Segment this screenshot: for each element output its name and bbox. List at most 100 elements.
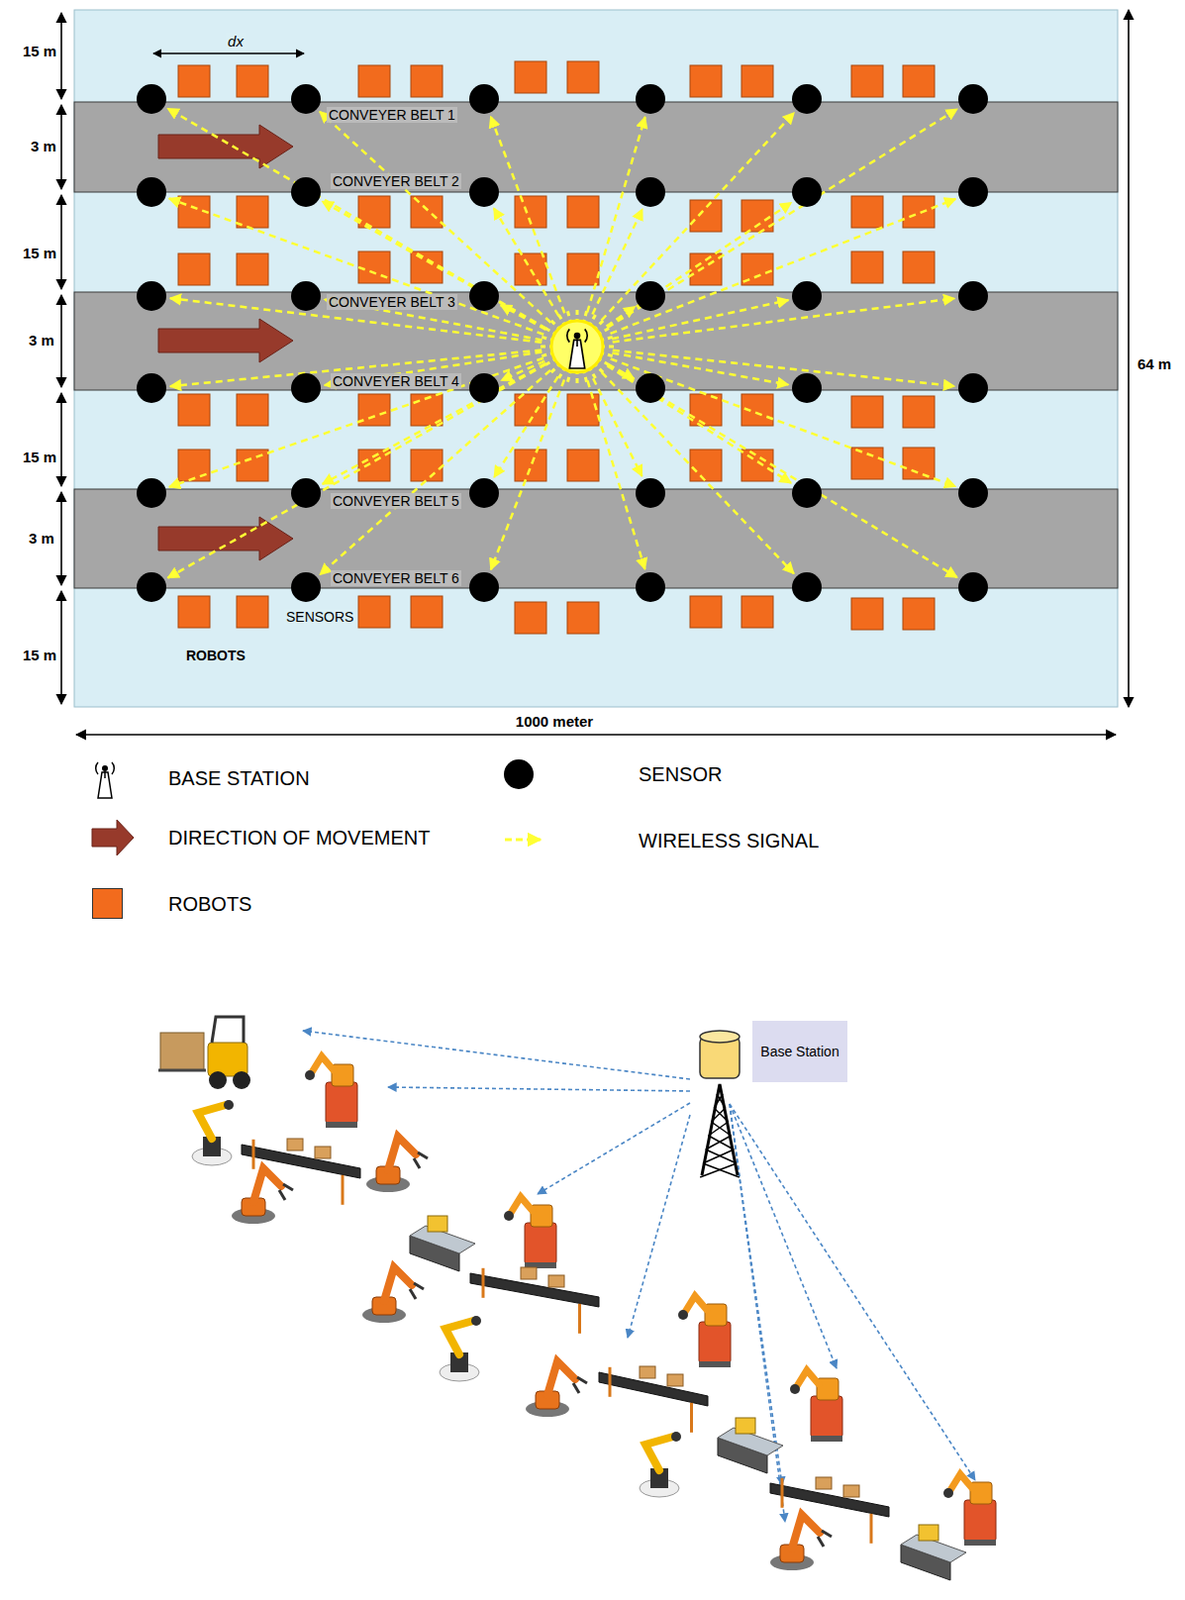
conveyor: [470, 1267, 599, 1334]
sensor: [291, 572, 321, 602]
wireless-signal: [500, 304, 547, 330]
dimension-arrow: [76, 733, 1116, 736]
robot-gripper: [304, 1070, 315, 1081]
mobile-robot: [943, 1474, 996, 1546]
wireless-signal: [491, 380, 565, 571]
sensor: [791, 84, 822, 114]
mobile-robot: [304, 1056, 358, 1128]
belt-label: CONVEYER BELT 3: [326, 294, 458, 310]
robot-arm: [685, 1295, 707, 1312]
sensor: [791, 373, 822, 403]
robot: [514, 449, 547, 482]
robot-body: [524, 1222, 557, 1265]
node-text: Base Station: [760, 1043, 839, 1060]
robot: [741, 65, 774, 98]
label-box: Base Station: [752, 1020, 848, 1083]
sensor: [136, 281, 167, 311]
dimension-label: 1000 meter: [513, 712, 595, 730]
robot: [567, 449, 599, 482]
arm-tool: [223, 1099, 234, 1110]
robot-wheels: [698, 1361, 731, 1368]
legend-swatch: [92, 888, 123, 919]
wireless-link: [729, 1103, 783, 1485]
dimension-label: 64 m: [1135, 355, 1174, 373]
robot: [410, 65, 443, 98]
sensor: [958, 281, 988, 311]
dimension-label: 3 m: [28, 331, 55, 349]
tower-brace: [713, 1093, 723, 1108]
sensor: [469, 281, 499, 311]
wireless-signal: [606, 365, 791, 483]
conveyor: [241, 1138, 361, 1205]
antenna-tip: [574, 332, 582, 340]
belt-leg: [870, 1513, 874, 1544]
belt-leg: [781, 1478, 785, 1508]
direction-arrow: [158, 124, 294, 169]
wireless-signal: [592, 208, 642, 314]
antenna-mast: [576, 338, 579, 347]
robot: [514, 601, 547, 634]
sensor: [958, 177, 988, 207]
industrial-arm: [231, 1168, 294, 1224]
floor-area: [74, 9, 1118, 707]
belt-leg: [341, 1175, 345, 1205]
robot: [236, 253, 269, 286]
sensor: [635, 281, 666, 311]
conveyor: [598, 1366, 708, 1433]
robot: [567, 394, 599, 426]
wireless-link: [627, 1114, 691, 1338]
assembly-arm: [192, 1099, 234, 1166]
machine: [717, 1417, 784, 1474]
dimension-arrow: [60, 295, 63, 388]
dimension-arrow: [60, 12, 63, 99]
dimension-arrow: [60, 492, 63, 586]
sensor: [958, 84, 988, 114]
arm-link: [388, 1136, 416, 1171]
robot: [178, 595, 210, 628]
arm-link: [253, 1168, 282, 1202]
robot: [236, 449, 269, 482]
dimension-arrow: [60, 591, 63, 704]
sensor: [469, 177, 499, 207]
parcel: [639, 1366, 656, 1379]
robot: [514, 253, 547, 286]
assembly-arm: [639, 1431, 682, 1497]
dimension-label: 15 m: [22, 646, 57, 664]
tower-antenna-top: [699, 1030, 740, 1043]
belt-leg: [578, 1303, 582, 1334]
arm-claw: [573, 1377, 588, 1393]
belt-label: CONVEYER BELT 2: [330, 173, 462, 190]
base-station-icon: [567, 328, 588, 369]
sensor: [291, 177, 321, 207]
legend-text: SENSOR: [638, 763, 722, 787]
legend-text: WIRELESS SIGNAL: [638, 829, 819, 853]
tower-brace: [710, 1121, 731, 1136]
tower-brace: [708, 1121, 729, 1136]
conveyor: [770, 1477, 889, 1544]
robot: [741, 199, 774, 232]
sensor: [635, 373, 666, 403]
sensor: [136, 84, 167, 114]
wireless-link: [302, 1030, 691, 1080]
wireless-signal: [601, 372, 794, 574]
robot-gripper: [790, 1383, 800, 1394]
belt-leg: [608, 1367, 612, 1397]
sensor: [791, 572, 822, 602]
robot: [741, 449, 774, 482]
robot: [851, 597, 884, 630]
sensor: [635, 177, 666, 207]
robot: [236, 595, 269, 628]
legend-text: DIRECTION OF MOVEMENT: [168, 826, 430, 850]
robot: [902, 251, 935, 284]
robot-arm: [950, 1474, 973, 1490]
tower-brace: [699, 1163, 737, 1178]
forklift-body: [207, 1042, 248, 1077]
pallet-load: [160, 1032, 204, 1071]
mobile-robot: [503, 1196, 557, 1269]
wireless-signal: [319, 111, 551, 323]
arm-claw: [409, 1283, 424, 1299]
wireless-link: [388, 1086, 691, 1091]
industrial-arm: [362, 1267, 424, 1323]
arm-link: [547, 1361, 576, 1395]
